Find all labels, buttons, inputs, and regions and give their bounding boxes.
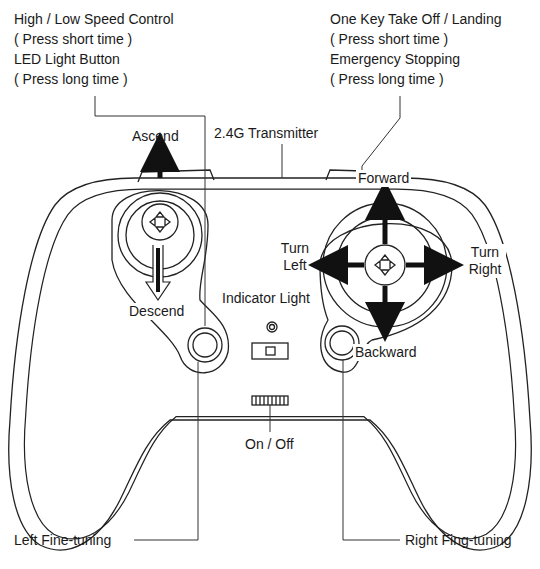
annotation-text: Emergency Stopping: [330, 51, 460, 68]
annotation-text: ( Press short time ): [14, 31, 132, 48]
part-label: Right Fing-tuning: [405, 532, 512, 549]
part-label: Indicator Light: [222, 290, 310, 307]
annotation-text: One Key Take Off / Landing: [330, 11, 502, 28]
annotation-text: ( Press long time ): [330, 71, 444, 88]
annotation-text: ( Press long time ): [14, 71, 128, 88]
direction-label: Backward: [353, 344, 418, 361]
annotation-text: ( Press short time ): [330, 31, 448, 48]
direction-label: Ascend: [132, 128, 179, 145]
part-label: On / Off: [245, 436, 294, 453]
annotation-text: High / Low Speed Control: [14, 11, 174, 28]
direction-label: Turn Right: [464, 244, 506, 278]
part-label: Left Fine-tuning: [14, 532, 111, 549]
part-label: 2.4G Transmitter: [214, 125, 318, 142]
direction-label: Forward: [356, 170, 411, 187]
direction-label: Turn Left: [276, 240, 314, 274]
direction-label: Descend: [127, 303, 186, 320]
annotation-text: LED Light Button: [14, 51, 120, 68]
